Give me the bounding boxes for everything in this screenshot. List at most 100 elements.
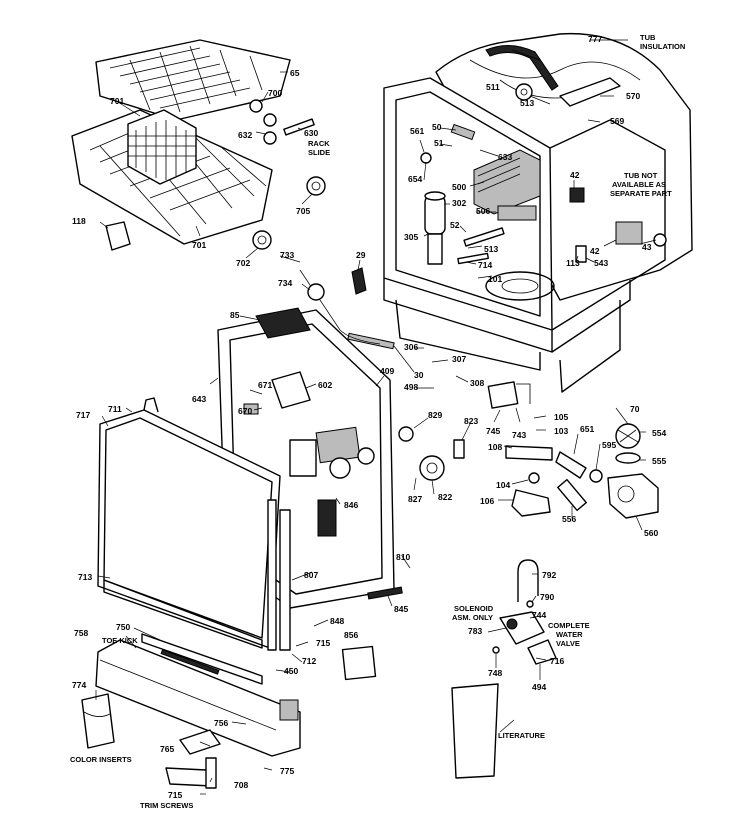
label-51: 51	[434, 138, 444, 148]
label-846: 846	[344, 500, 358, 510]
door-assembly	[217, 267, 395, 609]
label-705: 705	[296, 206, 310, 216]
label-774: 774	[72, 680, 86, 690]
label-827: 827	[408, 494, 422, 504]
label-85: 85	[230, 310, 240, 320]
label-654: 654	[408, 174, 422, 184]
label-50: 50	[432, 122, 442, 132]
label-409: 409	[380, 366, 394, 376]
note-tub-not-available-line3: SEPARATE PART	[610, 189, 672, 198]
note-solenoid-line1: SOLENOID	[454, 604, 494, 613]
label-101: 101	[488, 274, 502, 284]
label-29: 29	[356, 250, 366, 260]
label-42b: 42	[590, 246, 600, 256]
note-toe-kick: TOE KICK	[102, 636, 138, 645]
label-743: 743	[512, 430, 526, 440]
label-714: 714	[478, 260, 492, 270]
label-750: 750	[116, 622, 130, 632]
label-30: 30	[414, 370, 424, 380]
leader-lines	[95, 39, 657, 795]
label-602: 602	[318, 380, 332, 390]
label-113: 113	[566, 258, 580, 268]
label-845: 845	[394, 604, 408, 614]
label-717: 717	[76, 410, 90, 420]
label-569: 569	[610, 116, 624, 126]
label-829: 829	[428, 410, 442, 420]
label-807: 807	[304, 570, 318, 580]
label-823: 823	[464, 416, 478, 426]
label-118: 118	[72, 216, 86, 226]
label-570: 570	[626, 91, 640, 101]
label-701b: 701	[192, 240, 206, 250]
note-complete-valve-line3: VALVE	[556, 639, 580, 648]
note-solenoid-line2: ASM. ONLY	[452, 613, 493, 622]
label-713: 713	[78, 572, 92, 582]
note-literature: LITERATURE	[498, 731, 545, 740]
water-valve-parts	[451, 559, 557, 779]
label-715: 715	[316, 638, 330, 648]
label-106: 106	[480, 496, 494, 506]
label-543: 543	[594, 258, 608, 268]
note-rack-slide-line1: RACK	[308, 139, 330, 148]
label-498: 498	[404, 382, 418, 392]
label-651: 651	[580, 424, 594, 434]
label-712: 712	[302, 656, 316, 666]
label-670: 670	[238, 406, 252, 416]
label-792: 792	[542, 570, 556, 580]
label-306: 306	[404, 342, 418, 352]
label-556: 556	[562, 514, 576, 524]
label-500: 500	[452, 182, 466, 192]
label-42: 42	[570, 170, 580, 180]
label-701: 701	[110, 96, 124, 106]
label-733: 733	[280, 250, 294, 260]
note-tub-not-available-line1: TUB NOT	[624, 171, 658, 180]
toe-kick-panel	[81, 633, 377, 789]
label-734: 734	[278, 278, 292, 288]
note-tub-insulation-line2: INSULATION	[640, 42, 685, 51]
label-305: 305	[404, 232, 418, 242]
text-notes: TUB INSULATION RACK SLIDE TUB NOT AVAILA…	[70, 33, 685, 810]
label-513: 513	[520, 98, 534, 108]
label-708: 708	[234, 780, 248, 790]
label-595: 595	[602, 440, 616, 450]
label-744: 744	[532, 610, 546, 620]
label-632: 632	[238, 130, 252, 140]
outer-door-panel	[97, 397, 403, 651]
label-765: 765	[160, 744, 174, 754]
label-103: 103	[554, 426, 568, 436]
label-561: 561	[410, 126, 424, 136]
label-308: 308	[470, 378, 484, 388]
label-745: 745	[486, 426, 500, 436]
label-104: 104	[496, 480, 510, 490]
note-complete-valve-line1: COMPLETE	[548, 621, 590, 630]
pump-motor-parts	[398, 381, 659, 519]
label-783: 783	[468, 626, 482, 636]
label-511: 511	[486, 82, 500, 92]
label-108: 108	[488, 442, 502, 452]
label-748: 748	[488, 668, 502, 678]
label-775: 775	[280, 766, 294, 776]
label-848: 848	[330, 616, 344, 626]
label-716: 716	[550, 656, 564, 666]
label-711: 711	[108, 404, 122, 414]
label-702: 702	[236, 258, 250, 268]
label-671: 671	[258, 380, 272, 390]
label-715b: 715	[168, 790, 182, 800]
dish-racks	[71, 39, 326, 251]
label-43: 43	[642, 242, 652, 252]
label-70: 70	[630, 404, 640, 414]
note-color-inserts: COLOR INSERTS	[70, 755, 132, 764]
label-560: 560	[644, 528, 658, 538]
label-494: 494	[532, 682, 546, 692]
label-700: 700	[268, 88, 282, 98]
label-65: 65	[290, 68, 300, 78]
label-450: 450	[284, 666, 298, 676]
note-tub-insulation-line1: TUB	[640, 33, 656, 42]
label-513b: 513	[484, 244, 498, 254]
label-633: 633	[498, 152, 512, 162]
note-rack-slide-line2: SLIDE	[308, 148, 330, 157]
note-complete-valve-line2: WATER	[556, 630, 583, 639]
label-856: 856	[344, 630, 358, 640]
label-756: 756	[214, 718, 228, 728]
